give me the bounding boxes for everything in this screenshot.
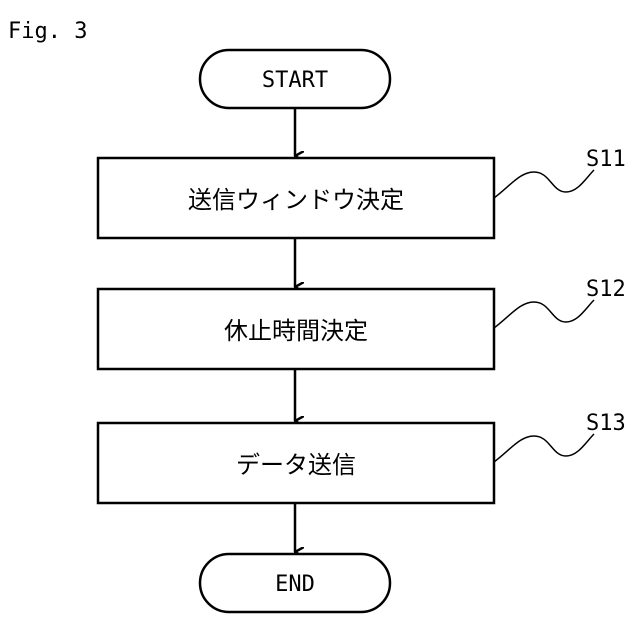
figure-label: Fig. 3	[8, 19, 87, 44]
start-label: START	[262, 68, 328, 93]
process-label-s11: 送信ウィンドウ決定	[188, 186, 404, 214]
process-label-s12: 休止時間決定	[224, 317, 368, 345]
leader-line-s13	[494, 434, 594, 462]
process-label-s13: データ送信	[236, 451, 356, 479]
end-label: END	[275, 572, 315, 597]
end-terminator: END	[200, 554, 390, 612]
leader-line-s12	[494, 300, 594, 328]
start-terminator: START	[200, 50, 390, 108]
process-box-s13: データ送信	[98, 423, 494, 503]
step-id-s11: S11	[586, 147, 626, 172]
step-id-s13: S13	[586, 411, 626, 436]
process-box-s12: 休止時間決定	[98, 289, 494, 369]
process-box-s11: 送信ウィンドウ決定	[98, 158, 494, 238]
step-id-s12: S12	[586, 277, 626, 302]
leader-line-s11	[494, 170, 594, 198]
